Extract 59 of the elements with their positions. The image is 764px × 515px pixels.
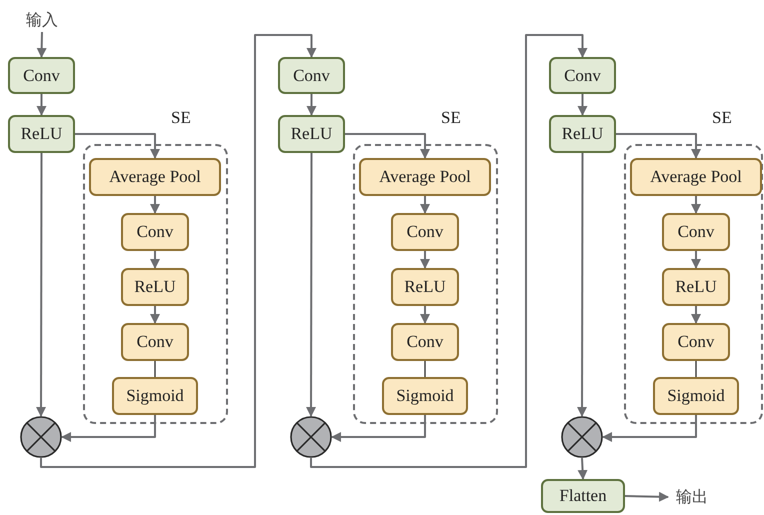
connector-line bbox=[424, 361, 426, 377]
flow-label: 输出 bbox=[668, 486, 716, 508]
arrow bbox=[691, 306, 701, 324]
process-box: ReLU bbox=[8, 115, 75, 153]
arrow bbox=[691, 251, 701, 269]
connector-line bbox=[695, 361, 697, 377]
arrow bbox=[75, 133, 160, 159]
arrow bbox=[306, 94, 316, 116]
arrow bbox=[61, 415, 156, 442]
group-label: SE bbox=[171, 108, 191, 128]
arrow bbox=[150, 196, 160, 214]
process-box: Sigmoid bbox=[653, 377, 739, 415]
process-box: Conv bbox=[121, 213, 189, 251]
arrow bbox=[345, 133, 430, 159]
arrow bbox=[310, 34, 588, 468]
arrow bbox=[150, 251, 160, 269]
arrow bbox=[691, 196, 701, 214]
multiply-circle bbox=[20, 416, 62, 458]
arrow bbox=[36, 153, 46, 417]
process-box: Sigmoid bbox=[112, 377, 198, 415]
process-box: Conv bbox=[278, 57, 345, 94]
arrow bbox=[420, 196, 430, 214]
arrow bbox=[150, 306, 160, 324]
process-box: ReLU bbox=[278, 115, 345, 153]
process-box: Conv bbox=[662, 213, 730, 251]
process-box: Conv bbox=[8, 57, 75, 94]
arrow bbox=[578, 458, 588, 480]
connector-line bbox=[154, 361, 156, 377]
process-box: Sigmoid bbox=[382, 377, 468, 415]
group-label: SE bbox=[441, 108, 461, 128]
process-box: Conv bbox=[121, 323, 189, 361]
arrow bbox=[577, 153, 588, 417]
process-box: ReLU bbox=[121, 268, 189, 306]
process-box: Average Pool bbox=[630, 158, 762, 196]
arrow bbox=[306, 153, 316, 417]
arrow bbox=[36, 32, 47, 58]
arrow bbox=[624, 492, 669, 502]
process-box: ReLU bbox=[662, 268, 730, 306]
process-box: Flatten bbox=[541, 479, 625, 513]
arrow bbox=[331, 415, 426, 442]
flow-label: 输入 bbox=[20, 8, 64, 32]
arrow bbox=[420, 251, 430, 269]
process-box: Average Pool bbox=[89, 158, 221, 196]
process-box: Conv bbox=[549, 57, 616, 94]
process-box: Conv bbox=[391, 213, 459, 251]
process-box: Conv bbox=[662, 323, 730, 361]
process-box: ReLU bbox=[391, 268, 459, 306]
arrow bbox=[616, 133, 701, 159]
process-box: Average Pool bbox=[359, 158, 491, 196]
arrow bbox=[36, 94, 46, 116]
arrow bbox=[40, 34, 316, 468]
process-box: ReLU bbox=[549, 115, 616, 153]
arrow bbox=[420, 306, 430, 324]
arrow bbox=[602, 415, 697, 442]
multiply-circle bbox=[290, 416, 332, 458]
arrow bbox=[578, 94, 588, 116]
multiply-circle bbox=[561, 416, 603, 458]
process-box: Conv bbox=[391, 323, 459, 361]
group-label: SE bbox=[712, 108, 732, 128]
